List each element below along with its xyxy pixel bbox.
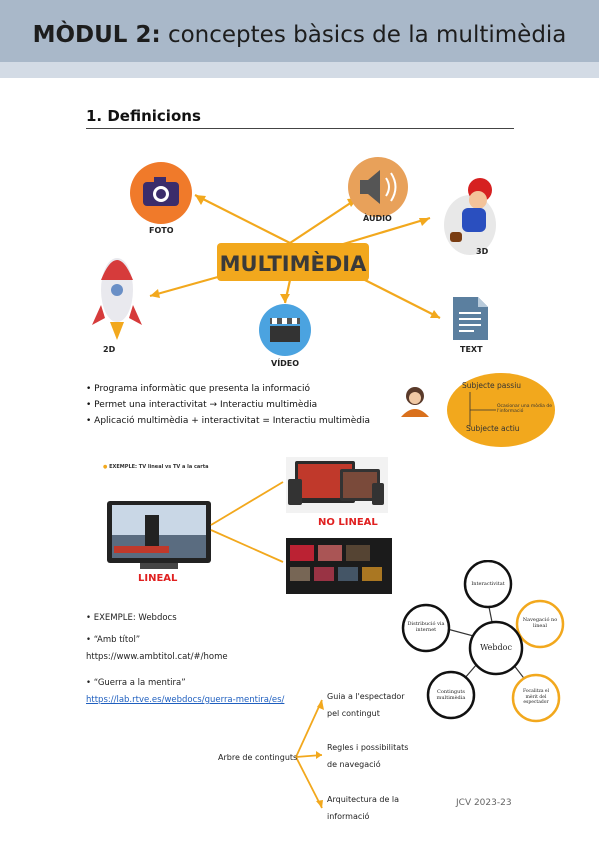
amb-titol: • “Amb títol” — [86, 635, 141, 645]
label-foto: FOTO — [149, 226, 174, 235]
node-distribucio-label: Distribució via internet — [407, 621, 445, 633]
content-tree-arrows — [295, 699, 324, 809]
tree-branch-1-line2: pel contingut — [327, 709, 380, 718]
clapperboard-icon — [259, 304, 311, 356]
node-interactivitat-label: Interactivitat — [471, 581, 505, 587]
definition-item: Aplicació multimèdia + interactivitat = … — [86, 413, 370, 429]
tree-branch-3-line2: informació — [327, 812, 370, 821]
node-webdoc-center — [468, 620, 524, 676]
definitions-list: Programa informàtic que presenta la info… — [86, 381, 370, 429]
node-navegacio — [515, 599, 565, 649]
tv-diagram — [107, 457, 392, 594]
definition-item: Permet una interactivitat → Interactiu m… — [86, 397, 370, 413]
tree-branch-1: Guia a l'espectador pel contingut — [327, 690, 405, 721]
avatar — [401, 387, 429, 417]
definition-item: Programa informàtic que presenta la info… — [86, 381, 370, 397]
header-strip — [0, 62, 599, 78]
label-no-lineal: NO LINEAL — [318, 517, 378, 528]
footer-credit: JCV 2023-23 — [456, 798, 512, 808]
node-focalitza — [511, 673, 561, 723]
label-2d: 2D — [103, 345, 116, 354]
multimedia-box — [217, 243, 369, 281]
multimedia-label: MULTIMÈDIA — [220, 251, 367, 276]
node-focalitza-label: Focalitza el mèrit del espectador — [522, 689, 550, 705]
oval-top: Subjecte passiu — [462, 381, 522, 390]
mindmap: MULTIMÈDIA — [92, 157, 503, 356]
amb-titol-url[interactable]: https://www.ambtitol.cat/#/home — [86, 652, 228, 662]
guerra-text: “Guerra a la mentira” — [93, 678, 186, 688]
oval-bottom: Subjecte actiu — [466, 424, 520, 433]
rocket-2d-icon — [92, 258, 142, 340]
guerra-url-link[interactable]: https://lab.rtve.es/webdocs/guerra-menti… — [86, 695, 285, 705]
node-webdoc-label: Webdoc — [480, 643, 512, 652]
document-icon — [453, 297, 488, 340]
webdocs-example: • EXEMPLE: Webdocs — [86, 613, 177, 623]
page-title: MÒDUL 2: conceptes bàsics de la multimèd… — [0, 22, 599, 48]
mario-3d-icon — [444, 178, 503, 255]
amb-titol-text: “Amb títol” — [93, 635, 141, 645]
label-video: VÍDEO — [271, 359, 300, 368]
tree-root: Arbre de continguts — [218, 753, 298, 762]
guerra: • “Guerra a la mentira” — [86, 678, 186, 688]
camera-icon — [130, 162, 192, 224]
tv-caption: ● EXEMPLE: TV lineal vs TV a la carta — [103, 464, 209, 470]
node-distribucio — [401, 603, 451, 653]
title-bold: MÒDUL 2: — [32, 22, 161, 48]
active-passive-oval — [447, 373, 555, 447]
section-title: 1. Definicions — [86, 107, 201, 125]
tree-branch-1-line1: Guia a l'espectador — [327, 692, 405, 701]
tree-branch-2: Regles i possibilitats de navegació — [327, 741, 408, 772]
tv-caption-text: EXEMPLE: TV lineal vs TV a la carta — [109, 464, 209, 470]
header-band — [0, 0, 599, 62]
section-rule — [86, 128, 514, 129]
node-navegacio-label: Navegació no lineal — [522, 617, 558, 629]
oval-middle: Ocasionar una mòdia de l'informació — [497, 404, 552, 414]
label-audio: ÀUDIO — [363, 214, 392, 223]
title-rest: conceptes bàsics de la multimèdia — [167, 22, 567, 48]
tree-branch-2-line2: de navegació — [327, 760, 381, 769]
node-interactivitat — [463, 560, 513, 609]
speaker-icon — [348, 157, 408, 217]
webdoc-diagram — [401, 560, 565, 723]
tree-branch-3: Arquitectura de la informació — [327, 793, 399, 824]
node-continguts-label: Continguts multimèdia — [436, 689, 466, 701]
label-3d: 3D — [476, 247, 489, 256]
tree-branch-2-line1: Regles i possibilitats — [327, 743, 409, 752]
tree-branch-3-line1: Arquitectura de la — [327, 795, 400, 804]
label-lineal: LINEAL — [138, 573, 178, 584]
webdocs-example-text: EXEMPLE: Webdocs — [93, 613, 177, 623]
node-continguts — [426, 670, 476, 720]
label-text: TEXT — [460, 345, 483, 354]
